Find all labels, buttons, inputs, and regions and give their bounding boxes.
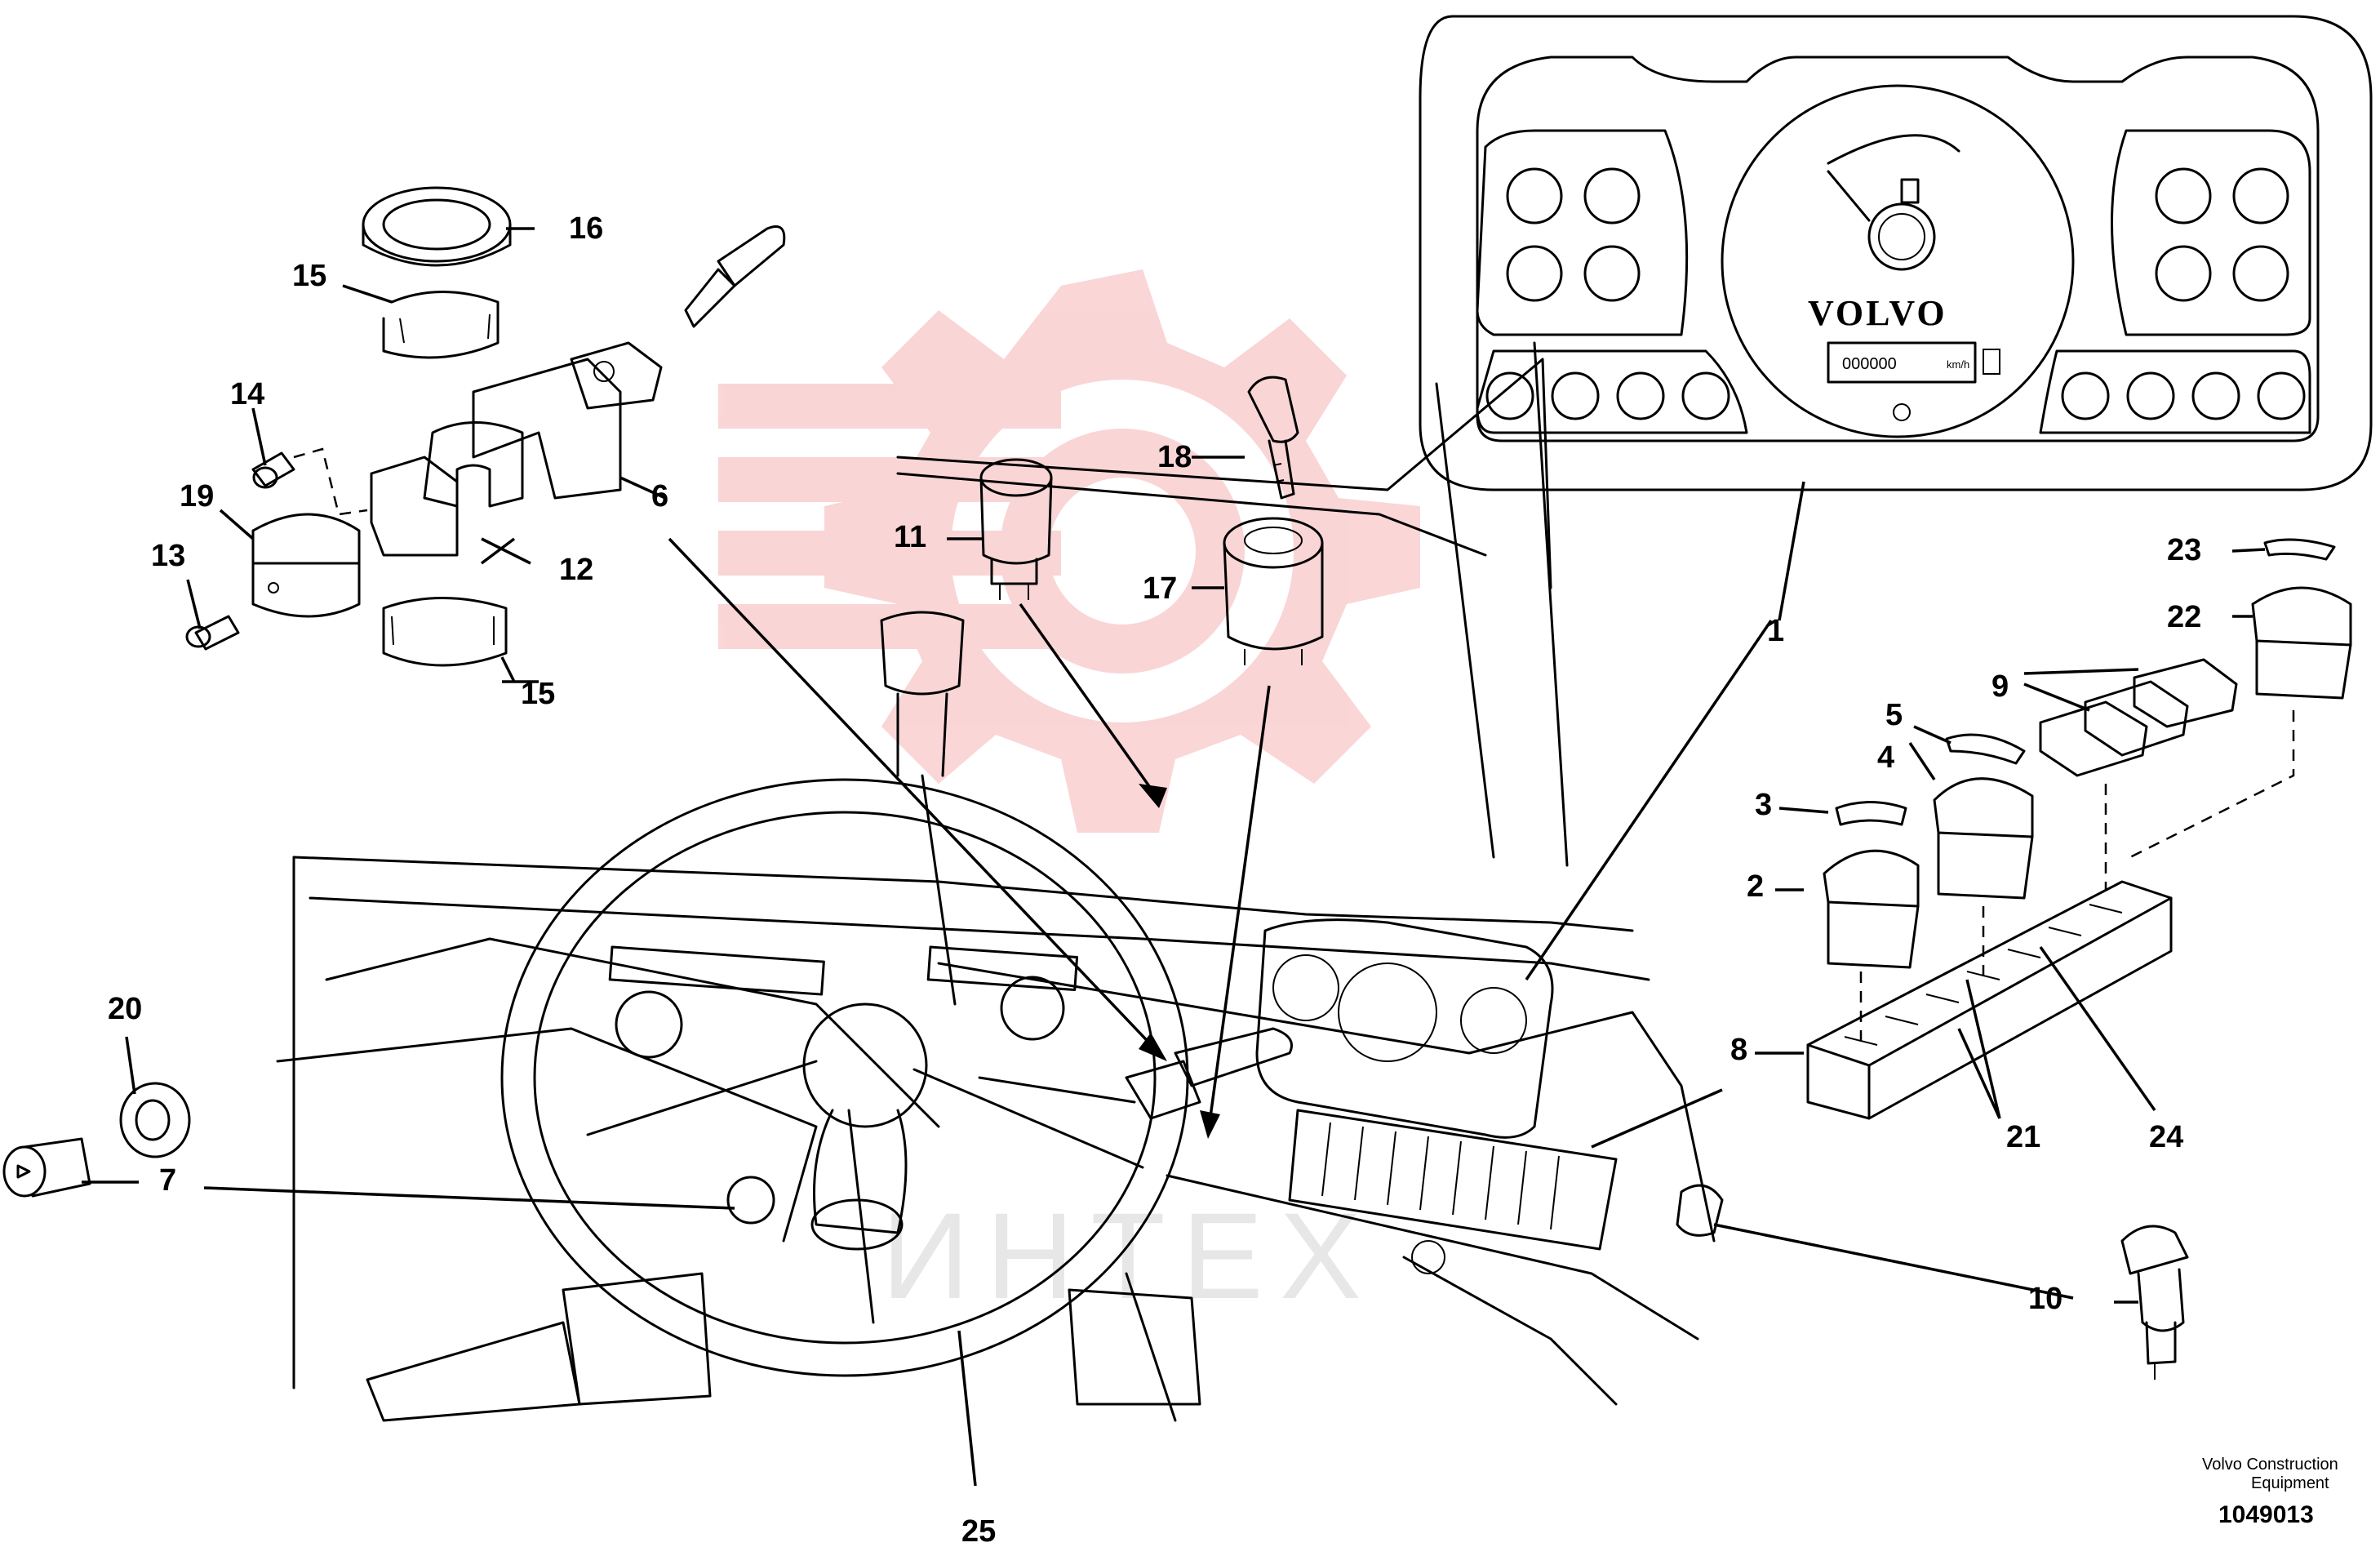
part-17-ignition xyxy=(1223,517,1324,665)
callout-17: 17 xyxy=(1143,571,1177,606)
part-14-screw xyxy=(251,451,295,489)
callout-14: 14 xyxy=(230,377,264,411)
callout-25: 25 xyxy=(961,1514,996,1549)
part-10-socket xyxy=(2120,1225,2189,1380)
callout-13: 13 xyxy=(151,539,185,573)
callout-9: 9 xyxy=(1991,669,2009,704)
part-22-switch xyxy=(2251,586,2352,700)
odometer-value: 000000 xyxy=(1842,355,1897,373)
callout-18: 18 xyxy=(1157,440,1192,474)
part-16-ring xyxy=(362,186,512,267)
callout-6: 6 xyxy=(651,479,668,513)
callout-15-upper: 15 xyxy=(292,259,326,293)
callout-10: 10 xyxy=(2028,1282,2063,1316)
part-3-lens xyxy=(1835,801,1907,826)
part-23-lens xyxy=(2263,538,2336,561)
odometer-unit: km/h xyxy=(1947,358,1969,371)
footer-company-line1: Volvo Construction xyxy=(2202,1456,2338,1474)
callout-19: 19 xyxy=(180,479,214,513)
part-20-bezel xyxy=(119,1082,191,1158)
callout-2: 2 xyxy=(1747,869,1764,904)
part-8-panel xyxy=(1806,880,2173,1120)
callout-12: 12 xyxy=(559,553,593,587)
callout-24: 24 xyxy=(2149,1120,2183,1154)
part-11-lamp xyxy=(979,458,1053,600)
watermark-text: ИНТЕХ xyxy=(881,1187,1378,1324)
footer-company-line2: Equipment xyxy=(2251,1474,2329,1492)
watermark-logo xyxy=(718,269,1420,833)
part-2-switch xyxy=(1823,849,1920,969)
callout-23: 23 xyxy=(2167,533,2201,567)
callout-8: 8 xyxy=(1730,1033,1747,1067)
instrument-cluster-detail xyxy=(1419,15,2373,491)
callout-3: 3 xyxy=(1755,788,1772,822)
part-13-screw xyxy=(185,615,240,651)
part-6-lever xyxy=(472,225,786,500)
assembly-dashed-line xyxy=(293,447,368,516)
part-5-lens xyxy=(1945,733,2026,765)
arrowheads xyxy=(1139,784,1220,1139)
part-4-switch xyxy=(1933,777,2034,900)
part-19-clamp xyxy=(251,513,361,618)
part-9-switches xyxy=(2039,658,2238,777)
callout-15-lower: 15 xyxy=(521,677,555,711)
leader-lines xyxy=(82,227,2266,1487)
part-7-button xyxy=(2,1137,91,1198)
footer-doc-number: 1049013 xyxy=(2218,1501,2314,1528)
part-18-key xyxy=(1247,376,1299,500)
callout-5: 5 xyxy=(1885,698,1903,732)
cab-dashboard-illustration xyxy=(276,341,1724,1422)
part-15-upper xyxy=(382,291,500,359)
callout-11: 11 xyxy=(894,520,926,554)
callout-21: 21 xyxy=(2006,1120,2040,1154)
callout-20: 20 xyxy=(108,992,142,1026)
volvo-logo-text: VOLVO xyxy=(1808,293,1947,333)
callout-16: 16 xyxy=(569,211,603,246)
callout-7: 7 xyxy=(159,1163,176,1198)
callout-1: 1 xyxy=(1767,614,1784,648)
callout-4: 4 xyxy=(1877,740,1894,775)
switch-dashed-lines xyxy=(1859,710,2295,1045)
part-15-lower xyxy=(382,597,508,667)
part-12-clamp xyxy=(370,421,524,557)
callout-22: 22 xyxy=(2167,600,2201,634)
